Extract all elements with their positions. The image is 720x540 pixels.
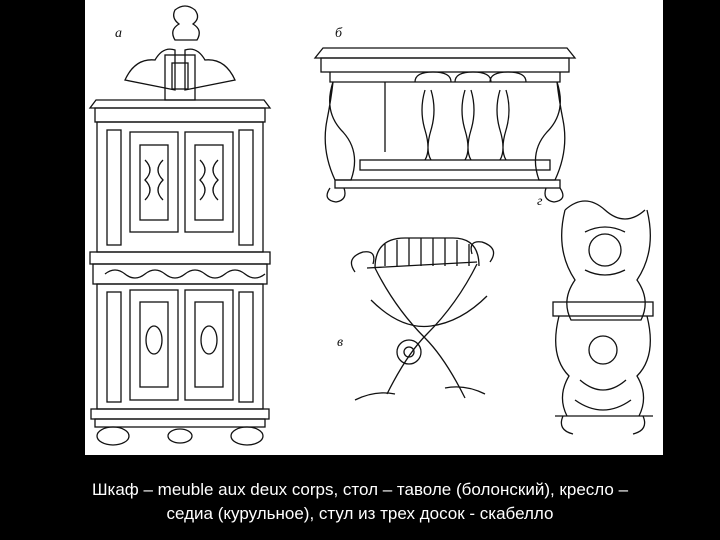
armchair-drawing <box>350 237 495 401</box>
furniture-drawings <box>88 5 654 446</box>
chair-drawing <box>552 200 654 435</box>
caption-line-2: седиа (курульное), стул из трех досок - … <box>166 504 554 523</box>
label-cabinet: а <box>115 26 122 41</box>
caption-line-1: Шкаф – meuble aux deux corps, стол – тав… <box>91 480 629 499</box>
label-chair: г <box>537 194 543 209</box>
caption: Шкаф – meuble aux deux corps, стол – тав… <box>0 478 720 526</box>
label-armchair: в <box>337 335 344 350</box>
label-table: б <box>335 26 343 41</box>
illustration-plate: а б в г <box>85 0 663 455</box>
cabinet-drawing <box>88 5 272 446</box>
table-drawing <box>313 47 577 203</box>
